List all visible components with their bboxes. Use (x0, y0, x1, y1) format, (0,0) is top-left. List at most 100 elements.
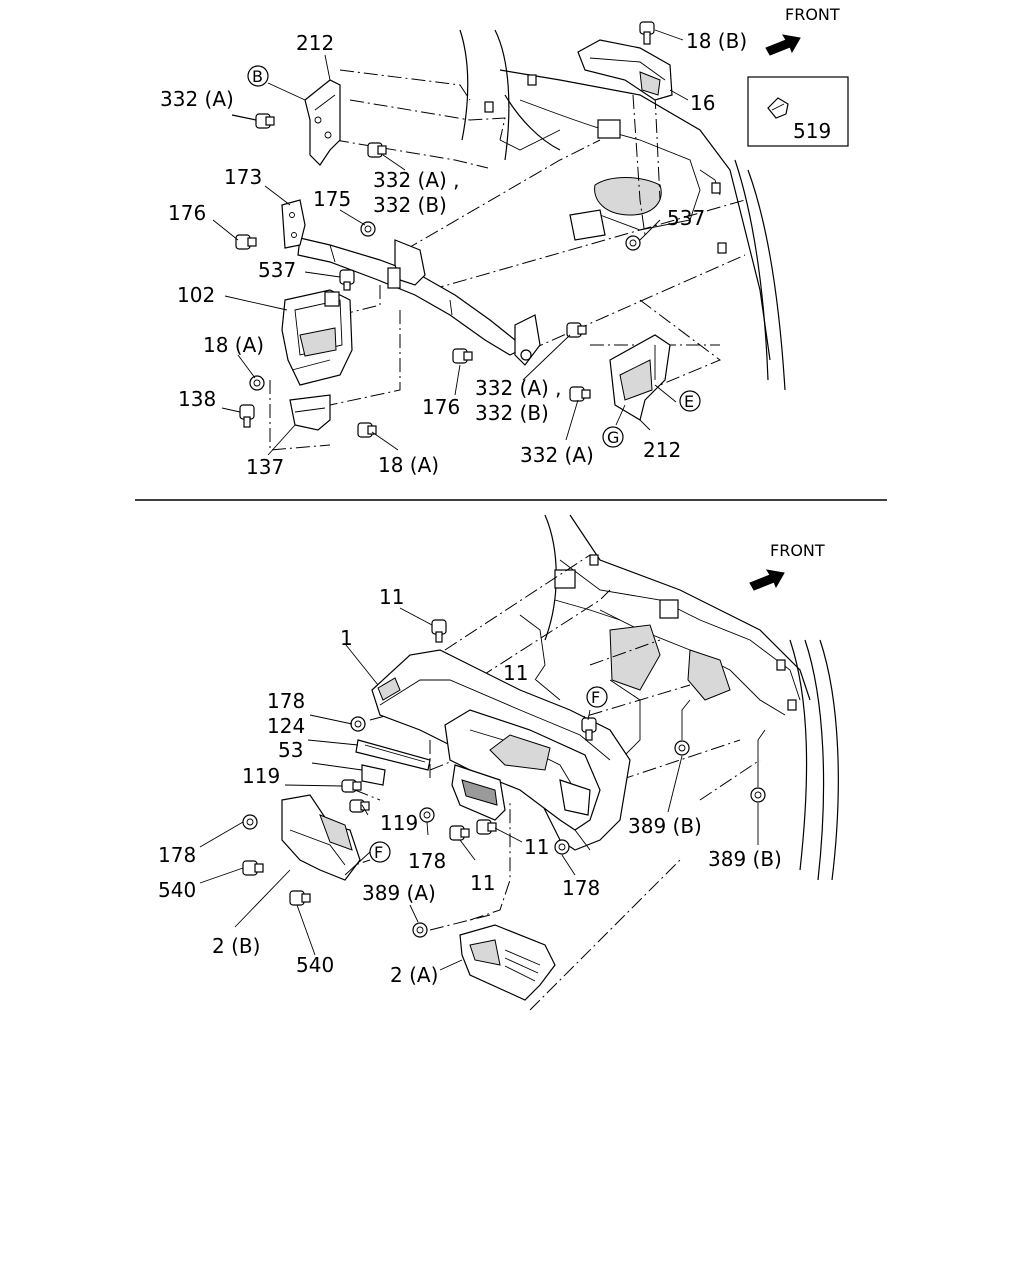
front-label: FRONT (770, 541, 825, 560)
front-arrow-icon (749, 569, 785, 591)
nut-icon (419, 807, 435, 823)
instrument-panel-1 (371, 649, 631, 851)
bolt-icon (431, 619, 447, 643)
circle-callout-e: E (679, 390, 701, 412)
label-332ab-b: 332 (B) (373, 193, 447, 217)
bracket-212-left (304, 79, 341, 166)
top-labels: 212 B 332 (A) 332 (A) , 332 (B) 173 176 … (160, 29, 747, 479)
label-178: 178 (158, 843, 196, 867)
bolt-icon (639, 21, 655, 45)
label-11: 11 (503, 661, 528, 685)
bolt-icon (242, 860, 264, 876)
nut-icon (412, 922, 428, 938)
svg-text:F: F (591, 688, 600, 707)
bracket-16 (577, 39, 673, 139)
label-389b: 389 (B) (628, 814, 702, 838)
label-137: 137 (246, 455, 284, 479)
bolt-icon (341, 779, 362, 793)
circle-callout-f: F (369, 841, 391, 863)
top-leader-lines (269, 69, 746, 451)
bracket-137 (289, 394, 331, 431)
label-540: 540 (296, 953, 334, 977)
label-519: 519 (793, 119, 831, 143)
duct-102 (281, 289, 353, 386)
label-138: 138 (178, 387, 216, 411)
circle-callout-f: F (586, 686, 608, 708)
label-537: 537 (258, 258, 296, 282)
svg-text:B: B (252, 67, 263, 86)
bolt-icon (566, 322, 587, 338)
bolt-icon (452, 348, 473, 364)
circle-callout-g: G (602, 426, 624, 448)
bolt-icon (569, 386, 591, 402)
label-11: 11 (470, 871, 495, 895)
beam-support-right (514, 314, 541, 366)
front-indicator-top: FRONT (765, 5, 840, 56)
label-332ab-b: 332 (B) (475, 401, 549, 425)
nut-icon (750, 787, 766, 803)
label-389b: 389 (B) (708, 847, 782, 871)
label-119: 119 (380, 811, 418, 835)
label-1: 1 (340, 626, 353, 650)
bolt-icon (581, 717, 597, 741)
bolt-icon (231, 113, 275, 129)
bolt-icon (235, 234, 257, 250)
label-176: 176 (422, 395, 460, 419)
label-18a: 18 (A) (378, 453, 439, 477)
part-53 (361, 764, 386, 786)
bolt-icon (339, 269, 355, 291)
label-178: 178 (408, 849, 446, 873)
bracket-124 (355, 739, 431, 771)
front-indicator-bottom: FRONT (749, 541, 825, 591)
lower-bracket-2b (281, 794, 361, 881)
label-2a: 2 (A) (390, 963, 438, 987)
label-11: 11 (379, 585, 404, 609)
front-arrow-icon (765, 34, 801, 56)
label-212: 212 (296, 31, 334, 55)
top-callout-lines (212, 29, 689, 456)
nut-icon (674, 740, 690, 756)
clip-icon (767, 97, 789, 119)
bolt-icon (367, 142, 387, 158)
label-178: 178 (267, 689, 305, 713)
bracket-173 (281, 199, 306, 249)
circle-callout-b: B (247, 65, 269, 87)
label-175: 175 (313, 187, 351, 211)
label-2b: 2 (B) (212, 934, 260, 958)
bolt-icon (476, 819, 497, 835)
label-18a: 18 (A) (203, 333, 264, 357)
label-102: 102 (177, 283, 215, 307)
front-label: FRONT (785, 5, 840, 24)
nut-icon (249, 375, 265, 391)
label-332a: 332 (A) (520, 443, 594, 467)
bolt-icon (349, 799, 370, 813)
label-178: 178 (562, 876, 600, 900)
bottom-labels: 11 1 11 F 178 124 53 119 119 178 178 11 … (158, 585, 782, 987)
body-panel-outline (459, 29, 786, 391)
center-bracket (387, 209, 606, 289)
nut-icon (360, 221, 376, 237)
bottom-diagram: 11 1 11 F 178 124 53 119 119 178 178 11 … (158, 514, 839, 1011)
top-fasteners (231, 21, 655, 438)
label-124: 124 (267, 714, 305, 738)
label-389a: 389 (A) (362, 881, 436, 905)
bolt-icon (289, 890, 311, 906)
label-173: 173 (224, 165, 262, 189)
nut-icon (350, 716, 366, 732)
svg-text:F: F (374, 843, 383, 862)
nut-icon (554, 839, 570, 855)
label-16: 16 (690, 91, 715, 115)
bottom-leader-lines (339, 554, 761, 1011)
label-176: 176 (168, 201, 206, 225)
body-panel-lower (519, 514, 839, 881)
nut-icon (625, 235, 641, 251)
label-53: 53 (278, 738, 303, 762)
svg-text:E: E (684, 392, 694, 411)
top-diagram: 212 B 332 (A) 332 (A) , 332 (B) 173 176 … (160, 5, 849, 479)
label-537: 537 (667, 206, 705, 230)
lower-cover-2a (459, 924, 556, 1001)
label-332a: 332 (A) (160, 87, 234, 111)
bolt-icon (449, 825, 470, 841)
bolt-icon (239, 404, 255, 428)
